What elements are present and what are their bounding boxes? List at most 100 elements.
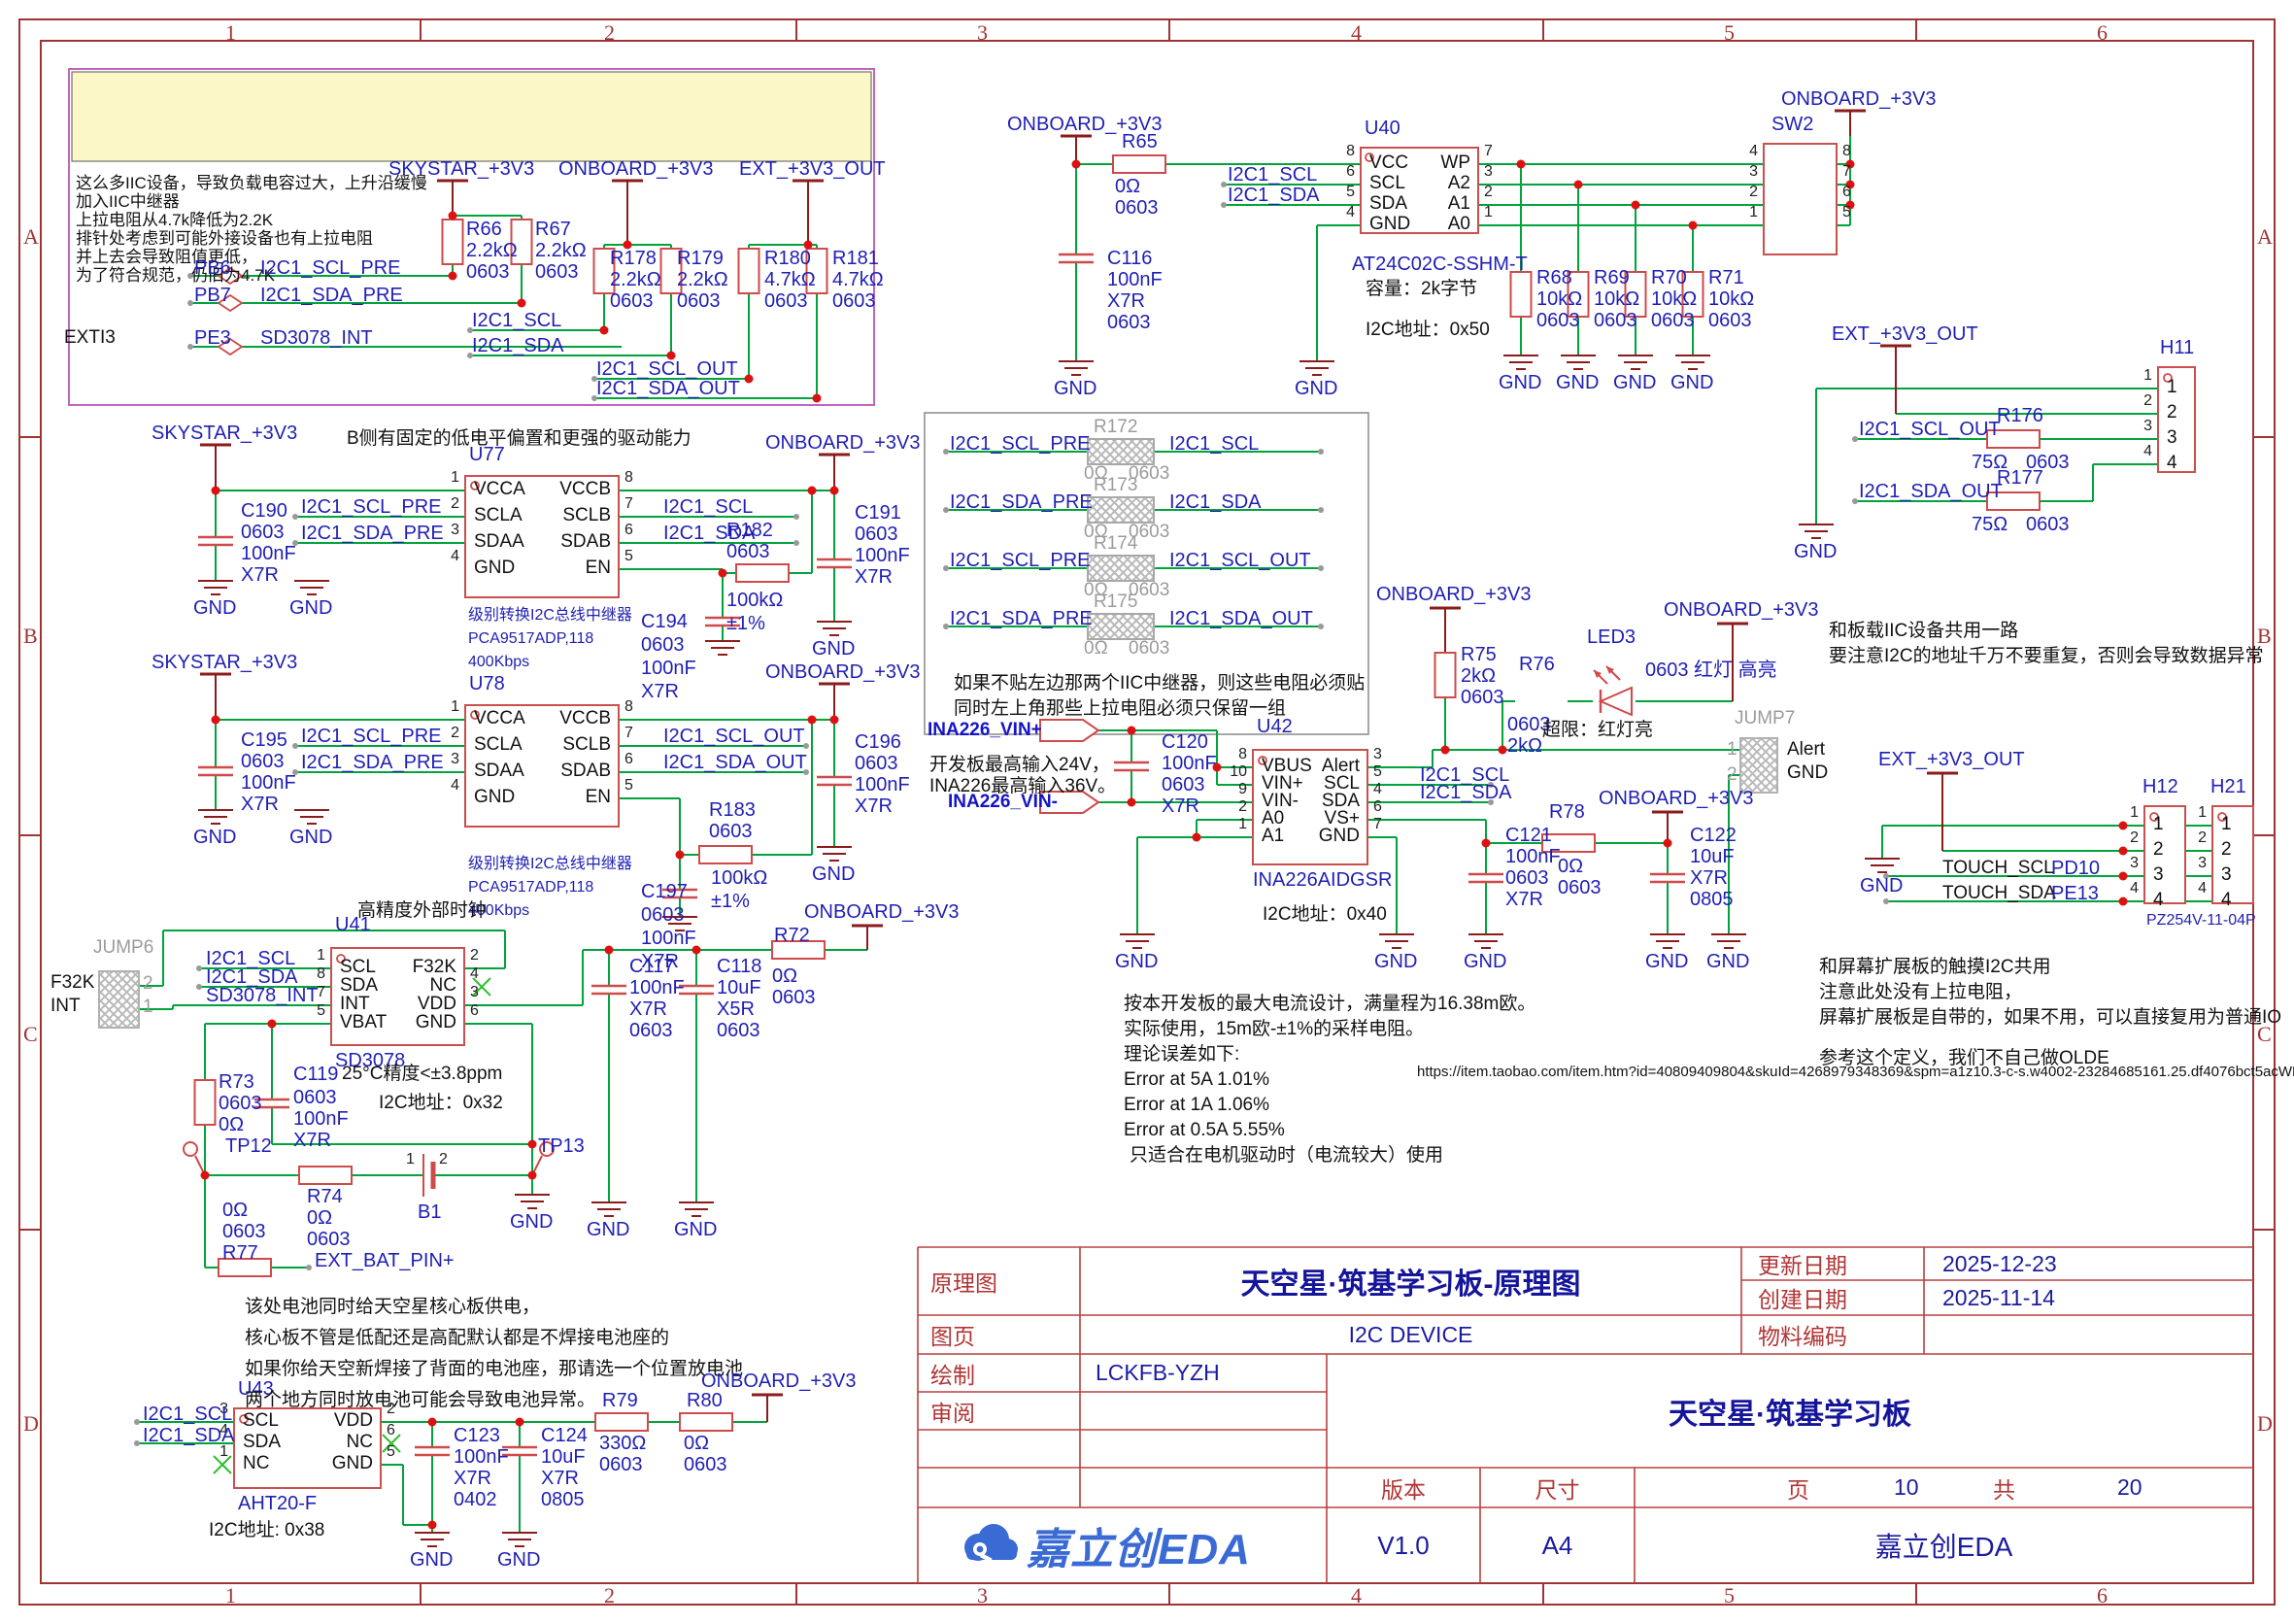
pin-number: 7	[624, 725, 633, 741]
note-line: Error at 1A 1.06%	[1124, 1095, 1269, 1115]
net-label: C197	[641, 881, 688, 902]
pin-number: 2	[451, 725, 459, 741]
note-line: 按本开发板的最大电流设计，满量程为16.38m欧。	[1124, 994, 1536, 1014]
net-endpoint-dot	[943, 565, 949, 571]
net-endpoint-dot	[1221, 182, 1227, 187]
net-label: SD3078	[335, 1050, 406, 1071]
pin-name: 2	[2221, 839, 2232, 860]
pin-number: 7	[1842, 163, 1851, 180]
net-label: C116	[1107, 248, 1153, 269]
pin-number: 6	[387, 1422, 395, 1438]
not-fitted-label: 0603	[1129, 522, 1170, 542]
drawn-value: LCKFB-YZH	[1096, 1360, 1220, 1385]
resistor	[698, 845, 753, 864]
net-label: 75Ω	[1972, 452, 2008, 473]
net-endpoint-dot	[1488, 782, 1494, 788]
net-endpoint-dot	[292, 743, 298, 749]
junction-dot	[211, 486, 220, 495]
junction-dot	[2118, 846, 2128, 856]
net-label: 0603	[2026, 514, 2070, 535]
frame-column-label: 4	[1351, 20, 1362, 45]
note-line: 两个地方同时放电池可能会导致电池异常。	[245, 1390, 596, 1410]
junction-dot	[527, 1139, 537, 1149]
net-label: GND	[410, 1549, 454, 1571]
net-endpoint-dot	[196, 965, 202, 971]
net-endpoint-dot	[467, 353, 473, 358]
updated-label: 更新日期	[1758, 1253, 1847, 1278]
net-label: ONBOARD_+3V3	[765, 432, 921, 454]
net-label: 0603	[629, 1020, 673, 1041]
net-label: ONBOARD_+3V3	[701, 1370, 857, 1392]
note-line: 理论误差如下:	[1124, 1044, 1240, 1065]
frame-column-label: 5	[1724, 1583, 1735, 1607]
not-fitted-label: 2	[143, 973, 153, 994]
component-body-sw2	[1763, 143, 1838, 255]
net-label: X7R	[1162, 795, 1199, 817]
net-label: 0Ω	[772, 965, 798, 987]
junction-dot	[1192, 832, 1201, 842]
net-label: 100nF	[454, 1446, 509, 1468]
pin-name: SDA	[1369, 193, 1408, 214]
net-label: 0603	[1558, 877, 1602, 898]
refdes-h11: H11	[2160, 337, 2195, 358]
net-label: 0603	[764, 290, 808, 312]
drawn-label: 绘制	[930, 1362, 975, 1388]
net-label: I2C1_SDA_OUT	[1169, 608, 1313, 629]
pin-number: 5	[1373, 763, 1382, 780]
link-url[interactable]: https://item.taobao.com/item.htm?id=4080…	[1417, 1064, 2294, 1080]
note-line: 和屏幕扩展板的触摸I2C共用	[1819, 957, 2051, 977]
net-label: X7R	[241, 564, 279, 586]
junction-dot	[803, 240, 813, 250]
pin-number: 5	[624, 548, 633, 564]
net-label: SKYSTAR_+3V3	[388, 158, 535, 180]
not-fitted-label: 0603	[1129, 638, 1170, 659]
net-label: 100nF	[1162, 753, 1217, 774]
net-label: R180	[764, 248, 811, 269]
not-fitted-label: 0Ω	[1084, 463, 1108, 484]
net-label: 0603 红灯 高亮	[1645, 660, 1777, 681]
pin-number: 4	[1373, 781, 1382, 797]
net-label: GND	[193, 597, 237, 619]
pin-name: WP	[1440, 152, 1470, 173]
pin-name: SDAA	[474, 531, 524, 552]
net-label: 2kΩ	[1461, 665, 1497, 687]
pin-number: 7	[317, 984, 325, 1000]
size-value: A4	[1541, 1530, 1573, 1560]
net-label: R65	[1122, 131, 1158, 152]
net-label: X7R	[629, 998, 667, 1020]
net-label: ONBOARD_+3V3	[1664, 599, 1819, 621]
pin-name: VBAT	[340, 1012, 388, 1032]
junction-dot	[200, 1170, 210, 1180]
net-label: X7R	[293, 1130, 331, 1151]
resistor	[193, 1079, 217, 1126]
net-label: R71	[1708, 267, 1744, 288]
net-label: INA226AIDGSR	[1253, 869, 1393, 891]
net-label: I2C1_SDA_PRE	[301, 523, 444, 544]
net-label: SKYSTAR_+3V3	[152, 652, 298, 673]
pin-name: SDAB	[560, 531, 611, 552]
net-label: 100nF	[855, 545, 910, 566]
net-label: C121	[1505, 825, 1552, 846]
pin-number: 4	[2130, 880, 2139, 897]
net-label: 10kΩ	[1536, 288, 1583, 310]
net-label: GND	[1295, 378, 1338, 399]
note-line: 屏幕扩展板是自带的，如果不用，可以直接复用为普通IO	[1819, 1007, 2282, 1028]
junction-dot	[448, 211, 457, 220]
net-label: GND	[1706, 951, 1750, 972]
net-label: EXT_+3V3_OUT	[1878, 749, 2025, 770]
net-label: 0603	[717, 1020, 760, 1041]
not-fitted-label: R173	[1094, 475, 1138, 495]
net-label: R182	[726, 520, 773, 541]
text-label: TOUCH_SDA	[1942, 883, 2056, 903]
pin-number: 4	[1346, 204, 1355, 220]
pin-name: 1	[2221, 814, 2232, 834]
net-label: 0603	[241, 751, 285, 772]
net-label: GND	[510, 1211, 554, 1233]
board-name: 天空星·筑基学习板	[1669, 1398, 1911, 1431]
net-flag-diamond	[217, 293, 244, 313]
pin-name: SDA	[1321, 791, 1360, 811]
net-label: 0603	[535, 261, 579, 283]
net-label: EXT_+3V3_OUT	[739, 158, 886, 180]
net-label: I2C1_SDA	[1420, 782, 1512, 803]
net-endpoint-dot	[187, 344, 193, 350]
